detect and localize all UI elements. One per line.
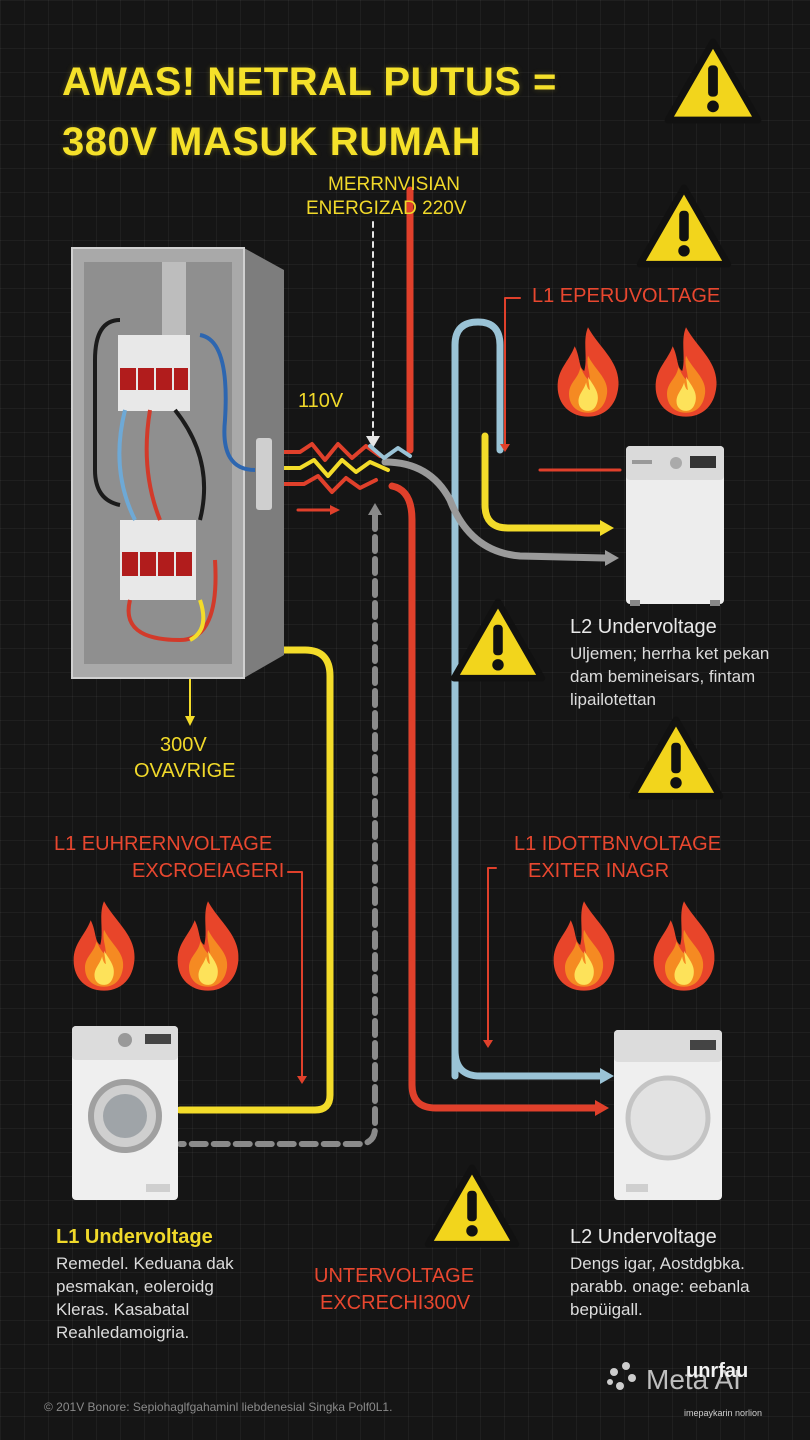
- title-line-1: AWAS! NETRAL PUTUS =: [62, 60, 557, 104]
- l1-bottom-body: Remedel. Keduana dak pesmakan, eoleroidg…: [56, 1254, 234, 1342]
- undervoltage-center-line-1: UNTERVOLTAGE: [314, 1265, 475, 1287]
- warning-icon: [454, 602, 542, 678]
- title-line-2: 380V MASUK RUMAH: [62, 120, 482, 164]
- main-wires: [176, 186, 622, 1147]
- fire-icon: [655, 327, 717, 417]
- washing-machine-right: [614, 1030, 722, 1200]
- l2-bottom-heading: L2 Undervoltage: [570, 1226, 717, 1248]
- warning-icon: [632, 720, 720, 796]
- fire-icon: [653, 901, 715, 991]
- distribution-panel: [71, 247, 284, 679]
- fire-icon: [557, 327, 619, 417]
- voltage-300-label: 300V: [160, 734, 207, 756]
- meta-ai-logo-icon: [607, 1362, 636, 1390]
- fire-icon: [553, 901, 615, 991]
- fire-icon: [177, 901, 239, 991]
- breaker-row-upper: [118, 335, 190, 411]
- copyright-footer: © 201V Bonore: Sepiohaglfgahaminl liebde…: [44, 1400, 393, 1414]
- dryer-appliance: [626, 446, 724, 606]
- brand-logo-text: unrfau: [686, 1360, 749, 1382]
- breaker-row-lower: [120, 520, 196, 600]
- l1-left-label-line-2: EXCROEIAGERI: [132, 860, 285, 882]
- meta-ai-watermark: Meta AI: [646, 1364, 741, 1395]
- energized-label-line-2: ENERGIZAD 220V: [306, 198, 467, 219]
- l2-top-heading: L2 Undervoltage: [570, 616, 717, 638]
- l1-left-label-line-1: L1 EUHRERNVOLTAGE: [54, 833, 273, 855]
- warning-icon: [428, 1168, 516, 1244]
- brand-logo-subtext: imepaykarin norlion: [684, 1408, 763, 1418]
- l1-bottom-heading: L1 Undervoltage: [56, 1226, 213, 1248]
- washing-machine-left: [72, 1026, 178, 1200]
- l1-right-label-line-1: L1 IDOTTBNVOLTAGE: [514, 833, 722, 855]
- l1-right-label-line-2: EXITER INAGR: [528, 860, 670, 882]
- l1-overvoltage-top-label: L1 EPERUVOLTAGE: [532, 285, 721, 307]
- warning-icon: [640, 188, 728, 264]
- fire-icon: [73, 901, 135, 991]
- energized-label-line-1: MERRNVISIAN: [328, 174, 460, 195]
- overvoltage-label: OVAVRIGE: [134, 760, 236, 782]
- undervoltage-center-line-2: EXCRECHI300V: [320, 1292, 471, 1314]
- warning-icon: [668, 42, 758, 120]
- voltage-110-label: 110V: [298, 390, 344, 412]
- l2-bottom-body: Dengs igar, Aostdgbka. parabb. onage: ee…: [570, 1254, 750, 1319]
- l2-top-body: Uljemen; herrha ket pekan dam bemineisar…: [570, 644, 770, 709]
